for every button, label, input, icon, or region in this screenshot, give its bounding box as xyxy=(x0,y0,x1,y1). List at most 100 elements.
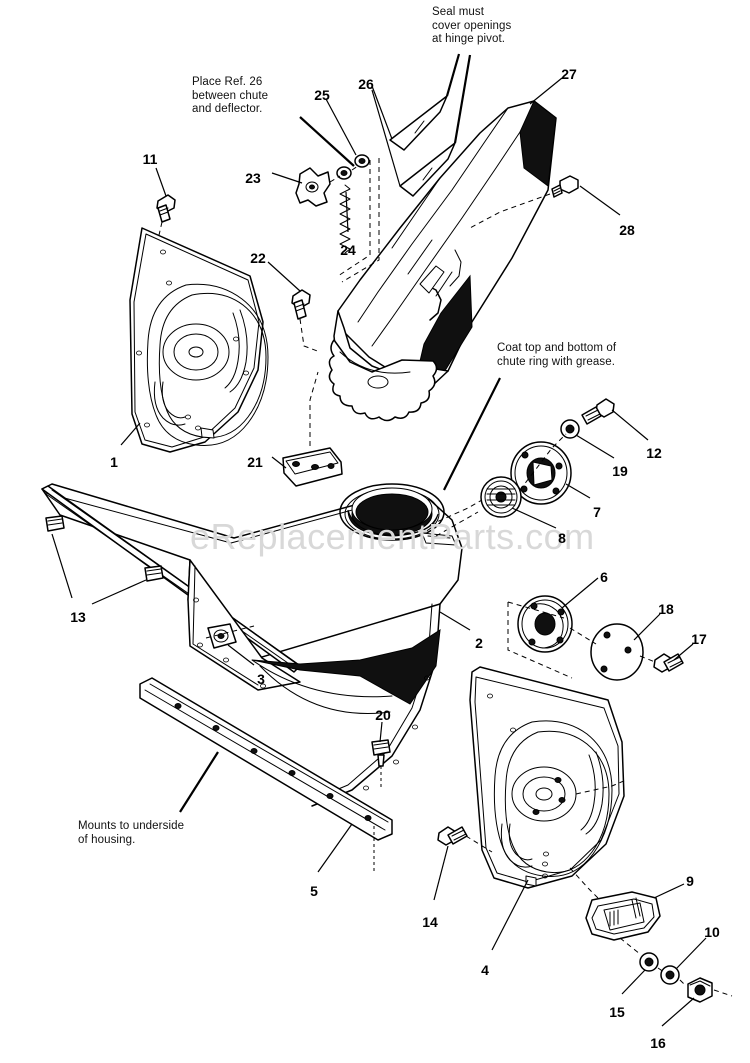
part-23-wing-knob xyxy=(295,167,331,207)
part-21-bracket xyxy=(282,447,343,487)
part-9-handle-shield xyxy=(585,891,661,941)
part-16-nut xyxy=(687,977,713,1003)
callout-28: 28 xyxy=(619,222,635,238)
part-4-side-plate xyxy=(469,666,625,889)
leader-26-b xyxy=(371,89,401,187)
leader-12 xyxy=(611,409,649,441)
leader-18 xyxy=(633,613,661,641)
callout-17: 17 xyxy=(691,631,707,647)
leader-seal-note-2 xyxy=(453,54,472,144)
leader-15 xyxy=(621,969,646,995)
leader-27 xyxy=(529,77,563,105)
leader-7 xyxy=(565,483,591,499)
leader-22 xyxy=(267,261,301,292)
callout-22: 22 xyxy=(250,250,266,266)
leader-17 xyxy=(673,643,694,661)
leader-21 xyxy=(271,456,287,469)
leader-3 xyxy=(227,644,255,666)
assembly-line-6-b xyxy=(507,601,565,619)
part-6-gear-housing xyxy=(517,595,573,653)
site-watermark: eReplacementParts.com xyxy=(190,516,595,557)
callout-18: 18 xyxy=(658,601,674,617)
assembly-line-6-a xyxy=(507,602,573,679)
callout-12: 12 xyxy=(646,445,662,461)
leader-seal-note-1 xyxy=(445,53,461,97)
assembly-line-15-16 xyxy=(657,967,733,997)
part-5-scraper-bar xyxy=(139,677,393,841)
callout-3: 3 xyxy=(257,671,265,687)
part-15-washer xyxy=(639,952,659,972)
part-chute-ring-gear xyxy=(328,339,438,422)
part-26-seal-strips xyxy=(389,95,456,197)
part-19-lock-washer xyxy=(560,419,580,439)
part-1-side-plate xyxy=(129,227,269,453)
note-seal-hinge: Seal must cover openings at hinge pivot. xyxy=(432,6,512,45)
leader-coat-note xyxy=(443,377,501,491)
callout-1: 1 xyxy=(110,454,118,470)
assembly-line-22 xyxy=(299,318,321,353)
leader-10 xyxy=(675,937,707,970)
callout-9: 9 xyxy=(686,873,694,889)
callout-11: 11 xyxy=(142,151,158,167)
leader-24 xyxy=(345,191,349,233)
callout-20: 20 xyxy=(375,707,391,723)
leader-8 xyxy=(511,507,557,529)
part-3-bearing-fitting xyxy=(207,623,237,649)
part-12-bolt xyxy=(581,398,615,425)
assembly-line-9 xyxy=(619,937,641,955)
leader-5 xyxy=(317,823,353,873)
callout-13: 13 xyxy=(70,609,86,625)
assembly-line-23-25 xyxy=(329,165,359,183)
callout-26: 26 xyxy=(358,76,374,92)
leader-13-b xyxy=(91,579,147,605)
leader-14 xyxy=(433,845,449,901)
callout-23: 23 xyxy=(245,170,261,186)
part-28-bolt xyxy=(551,175,579,198)
callout-27: 27 xyxy=(561,66,577,82)
callout-2: 2 xyxy=(475,635,483,651)
part-10-lock-washer xyxy=(660,965,680,985)
leader-9 xyxy=(653,883,685,899)
assembly-line-ring-b xyxy=(519,433,567,491)
part-25-washer xyxy=(336,166,352,180)
part-11-bolt xyxy=(156,194,176,223)
leader-20 xyxy=(379,721,383,743)
assembly-line-4-9 xyxy=(569,867,601,901)
leader-25 xyxy=(325,98,357,156)
callout-15: 15 xyxy=(609,1004,625,1020)
assembly-line-21 xyxy=(309,371,319,446)
leader-28 xyxy=(579,185,621,216)
part-27-discharge-chute xyxy=(333,100,557,393)
callout-14: 14 xyxy=(422,914,438,930)
part-26-nut xyxy=(354,154,370,168)
leader-13-a xyxy=(51,533,73,599)
leader-place-ref-26-note xyxy=(299,116,355,167)
part-24-spring xyxy=(339,184,351,254)
part-20-grease-fitting xyxy=(371,739,391,767)
assembly-line-18-17 xyxy=(639,655,661,665)
note-coat-chute-ring: Coat top and bottom of chute ring with g… xyxy=(497,342,617,368)
assembly-line-28 xyxy=(469,193,551,229)
leader-2 xyxy=(439,611,471,631)
leader-6 xyxy=(561,577,599,609)
note-mounts-underside: Mounts to underside of housing. xyxy=(78,820,185,846)
assembly-line-3 xyxy=(205,625,255,639)
assembly-line-ring-a xyxy=(429,499,483,526)
part-2-auger-housing xyxy=(41,483,463,807)
callout-10: 10 xyxy=(704,924,720,940)
part-22-bolt xyxy=(291,289,311,320)
callout-25: 25 xyxy=(314,87,330,103)
assembly-line-4 xyxy=(575,779,627,795)
part-8-worm-gear xyxy=(480,476,522,518)
leader-16 xyxy=(661,997,695,1027)
callout-24: 24 xyxy=(340,242,356,258)
part-17-bolt xyxy=(653,653,684,673)
callout-5: 5 xyxy=(310,883,318,899)
part-7-chute-flange xyxy=(510,441,572,505)
callout-21: 21 xyxy=(247,454,263,470)
part-13-clips xyxy=(45,515,164,582)
callout-8: 8 xyxy=(558,530,566,546)
note-place-ref-26: Place Ref. 26 between chute and deflecto… xyxy=(192,76,269,115)
